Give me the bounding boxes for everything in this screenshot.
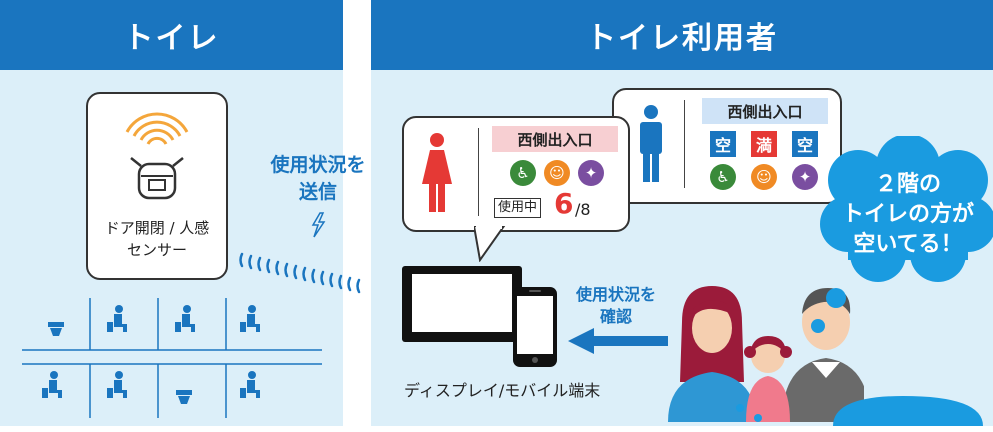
wheelchair-icon: ♿ <box>710 164 736 190</box>
person-on-toilet-icon <box>42 371 62 398</box>
signal-waves-icon <box>239 252 361 294</box>
sensor-label-line1: ドア開閉 / 人感 <box>104 219 210 237</box>
person-on-toilet-icon <box>240 371 260 398</box>
female-status-card: 西側出入口 ♿ ☺ ✦ 使用中 6 /8 <box>402 116 630 232</box>
baby-icon: ☺ <box>751 164 777 190</box>
people-icon <box>668 286 864 422</box>
child-seat-icon: ✦ <box>578 160 604 186</box>
in-use-label: 使用中 <box>494 198 542 218</box>
confirm-label-line1: 使用状況を <box>575 285 656 304</box>
person-on-toilet-icon <box>107 371 127 398</box>
female-icon <box>422 133 452 212</box>
male-status-vacant-1: 空 <box>710 131 736 157</box>
transmit-label-line1: 使用状況を <box>270 154 366 176</box>
device-label: ディスプレイ/モバイル端末 <box>404 381 601 400</box>
male-status-full: 満 <box>751 131 777 157</box>
bubble-line3: 空いてる！ <box>853 232 963 257</box>
person-on-toilet-icon <box>175 305 195 332</box>
toilet-icon <box>48 322 64 336</box>
child-seat-icon: ✦ <box>792 164 818 190</box>
wifi-icon <box>125 112 189 145</box>
toilet-panel-title: トイレ <box>0 0 343 70</box>
toilet-icon <box>176 390 192 404</box>
smartphone-icon <box>513 287 557 367</box>
male-status-vacant-2: 空 <box>792 131 818 157</box>
in-use-count: 6 <box>554 187 574 220</box>
person-on-toilet-icon <box>107 305 127 332</box>
monitor-icon <box>402 266 522 342</box>
person-on-toilet-icon <box>240 305 260 332</box>
toilet-stalls-grid <box>22 298 322 418</box>
female-location-tag: 西側出入口 <box>492 126 618 152</box>
bubble-line1: ２階の <box>874 172 941 197</box>
female-card-divider <box>478 128 479 216</box>
confirm-label-line2: 確認 <box>599 307 632 326</box>
sensor-label-line2: センサー <box>126 241 187 259</box>
thought-bubble <box>820 136 993 282</box>
wheelchair-icon: ♿ <box>510 160 536 186</box>
male-location-tag: 西側出入口 <box>702 98 828 124</box>
baby-icon: ☺ <box>544 160 570 186</box>
male-icon <box>640 105 662 182</box>
sensor-card: ドア開閉 / 人感 センサー <box>86 92 228 280</box>
bubble-bottom <box>833 396 983 426</box>
card-pointer <box>474 226 506 262</box>
arrow-left-icon <box>568 328 668 354</box>
male-card-divider <box>684 100 685 188</box>
sensor-icon <box>130 157 184 200</box>
male-status-card: 西側出入口 空 満 空 ♿ ☺ ✦ <box>612 88 842 204</box>
user-panel-title: トイレ利用者 <box>371 0 993 70</box>
thought-dots <box>736 288 846 422</box>
transmit-label-line2: 送信 <box>298 181 337 203</box>
lightning-icon <box>311 212 326 238</box>
toilet-panel: トイレ ドア開閉 / 人感 センサー <box>0 0 343 426</box>
capacity-total: /8 <box>575 200 591 219</box>
bubble-line2: トイレの方が <box>841 202 974 227</box>
